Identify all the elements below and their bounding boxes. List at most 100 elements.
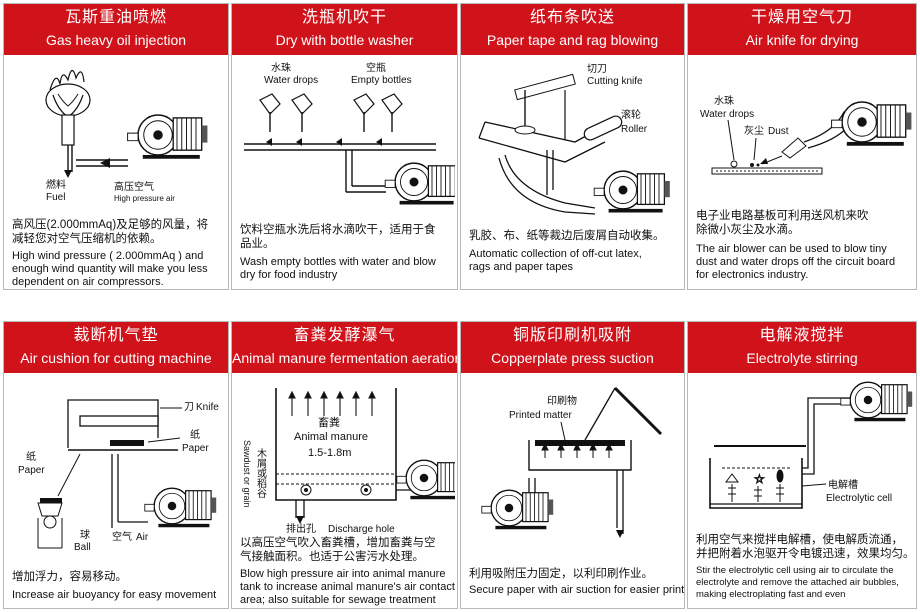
desc-en-3: area; also suitable for sewage treatment [240, 594, 436, 606]
illustration-cutting-roller: 切刀 Cutting knife 滚轮 Roller [465, 60, 682, 230]
panel-header: 洗瓶机吹干 Dry with bottle washer [232, 4, 457, 55]
desc-zh-1: 高风压(2.000mmAq)及足够的风量，将 [12, 219, 209, 231]
label-water-en: Water drops [700, 109, 754, 120]
label-knife-en: Cutting knife [587, 76, 643, 87]
desc-en-1: Stir the electrolytic cell using air to … [696, 565, 894, 576]
label-air-zh: 高压空气 [114, 180, 154, 193]
desc-zh-1: 乳胶、布、纸等裁边后废屑自动收集。 [469, 230, 665, 242]
panel-header: 纸布条吹送 Paper tape and rag blowing [461, 4, 684, 55]
panel-header: 干燥用空气刀 Air knife for drying [688, 4, 916, 55]
illustration-press-suction: 印刷物 Printed matter [465, 378, 682, 558]
label-air-en: High pressure air [114, 194, 175, 203]
panel-animal-manure-aeration: 畜粪发酵瀑气 Animal manure fermentation aerati… [231, 321, 458, 609]
desc-zh-1: 利用吸附压力固定，以利印刷作业。 [469, 568, 653, 580]
label-water-zh: 水珠 [714, 94, 734, 107]
panel-title-zh: 洗瓶机吹干 [301, 9, 387, 26]
panel-header: 电解液搅拌 Electrolyte stirring [688, 322, 916, 373]
panel-dry-with-bottle-washer: 洗瓶机吹干 Dry with bottle washer 水珠 Water dr… [231, 3, 458, 290]
panel-air-knife-for-drying: 干燥用空气刀 Air knife for drying 水珠 Water dro… [687, 3, 917, 290]
illustration-cutting-machine: 刀 Knife 纸 Paper 纸 Paper 球 Ball 空气 Air [8, 378, 226, 558]
label-sawdust-en: Sawdust or grain [242, 440, 252, 508]
desc-en-1: Automatic collection of off-cut latex, [469, 248, 642, 260]
desc-en-2: rags and paper tapes [469, 261, 573, 273]
label-ball-en: Ball [74, 542, 91, 553]
blower-icon [126, 114, 209, 160]
desc-zh-2: 除微小灰尘及水滴。 [696, 224, 800, 236]
label-dust-zh: 灰尘 [744, 124, 764, 137]
desc-en-2: dust and water drops off the circuit boa… [696, 256, 896, 268]
panel-header: 畜粪发酵瀑气 Animal manure fermentation aerati… [232, 322, 457, 373]
label-roller-en: Roller [621, 124, 648, 135]
panel-title-en: Animal manure fermentation aeration [232, 350, 458, 366]
label-fuel-zh: 燃料 [46, 178, 66, 191]
panel-header: 铜版印刷机吸附 Copperplate press suction [461, 322, 684, 373]
desc-en-3: making electroplating fast and even [696, 589, 846, 600]
panel-title-zh: 畜粪发酵瀑气 [293, 327, 396, 344]
desc-en-1: Wash empty bottles with water and blow [240, 256, 436, 268]
label-bottles-zh: 空瓶 [366, 61, 386, 74]
label-hole-en: Discharge hole [328, 524, 395, 535]
panel-title-zh: 干燥用空气刀 [750, 9, 853, 26]
label-air-zh: 空气 [112, 530, 132, 543]
label-knife-en: Knife [196, 402, 219, 413]
blower-icon [481, 489, 554, 530]
flame-icon [45, 69, 91, 118]
desc-en-2: dry for food industry [240, 269, 338, 281]
illustration-electrolytic-cell: ☆ 电解槽 Electrolytic cell [692, 378, 914, 528]
desc-zh-1: 利用空气来搅拌电解槽，使电解质流通， [696, 534, 903, 546]
panel-title-en: Air knife for drying [745, 32, 859, 48]
label-knife-zh: 切刀 [587, 63, 607, 75]
label-paper2-en: Paper [182, 443, 209, 454]
blower-icon [144, 487, 217, 528]
label-ball-zh: 球 [80, 528, 90, 541]
panel-title-zh: 纸布条吹送 [529, 9, 615, 26]
panel-title-en: Gas heavy oil injection [45, 32, 187, 48]
panel-title-en: Copperplate press suction [491, 350, 654, 366]
label-paper2-zh: 纸 [190, 428, 200, 441]
bottle-icons [259, 93, 403, 132]
panel-gas-heavy-oil-injection: 瓦斯重油喷燃 Gas heavy oil injection 燃料 Fuel 高… [3, 3, 229, 290]
panel-title-zh: 铜版印刷机吸附 [512, 327, 632, 344]
label-paper-en: Paper [18, 465, 45, 476]
panel-air-cushion-cutting-machine: 裁断机气垫 Air cushion for cutting machine 刀 … [3, 321, 229, 609]
desc-zh-1: 以高压空气吹入畜粪槽，增加畜粪与空 [240, 537, 436, 549]
blower-icon [384, 162, 455, 206]
blower-icon [830, 101, 913, 147]
desc-en-1: High wind pressure ( 2.000mmAq ) and [12, 250, 204, 262]
label-printed-en: Printed matter [509, 410, 572, 421]
label-sawdust-zh: 木屑或稻谷 [255, 448, 267, 499]
desc-zh-2: 减轻您对空气压缩机的依赖。 [12, 233, 162, 245]
panel-title-en: Air cushion for cutting machine [20, 350, 212, 366]
panel-title-zh: 瓦斯重油喷燃 [64, 9, 167, 26]
label-paper-zh: 纸 [26, 450, 36, 463]
blower-icon [840, 381, 913, 422]
illustration-gas-burner: 燃料 Fuel 高压空气 High pressure air [8, 60, 226, 210]
desc-en-2: electrolyte and remove the attached air … [696, 577, 899, 588]
label-manure-en: Animal manure [294, 431, 368, 443]
panel-title-zh: 电解液搅拌 [759, 327, 845, 344]
label-water-en: Water drops [264, 75, 318, 86]
label-depth: 1.5-1.8m [308, 447, 351, 459]
label-printed-zh: 印刷物 [547, 394, 577, 407]
label-hole-zh: 排出孔 [286, 522, 316, 535]
label-dust-en: Dust [768, 126, 789, 137]
panel-title-en: Dry with bottle washer [275, 32, 414, 48]
illustration-manure-tank: 畜粪 Animal manure 1.5-1.8m 木屑或稻谷 Sawdust … [236, 378, 455, 538]
desc-en-1: Secure paper with air suction for easier… [469, 584, 685, 596]
desc-en-1: Blow high pressure air into animal manur… [240, 568, 446, 580]
desc-en-2: tank to increase animal manure's air con… [240, 581, 455, 593]
desc-en-2: enough wind quantity will make you less [12, 263, 208, 275]
label-cell-zh: 电解槽 [828, 478, 858, 491]
desc-en-3: for electronics industry. [696, 269, 809, 281]
desc-zh-1: 饮料空瓶水洗后将水滴吹干，适用于食 [240, 224, 436, 236]
label-water-zh: 水珠 [271, 61, 291, 74]
label-manure-zh: 畜粪 [318, 415, 340, 429]
desc-zh-2: 并把附着水泡驱开令电镀迅速，效果均匀。 [696, 548, 915, 560]
label-bottles-en: Empty bottles [351, 75, 412, 86]
panel-title-en: Electrolyte stirring [746, 350, 858, 366]
desc-zh-1: 电子业电路基板可利用送风机来吹 [696, 210, 869, 222]
desc-zh-1: 增加浮力，容易移动。 [12, 571, 127, 583]
desc-en-1: The air blower can be used to blow tiny [696, 243, 887, 255]
panel-copperplate-press-suction: 铜版印刷机吸附 Copperplate press suction 印刷物 Pr… [460, 321, 685, 609]
illustration-air-knife: 水珠 Water drops 灰尘 Dust [692, 60, 914, 190]
